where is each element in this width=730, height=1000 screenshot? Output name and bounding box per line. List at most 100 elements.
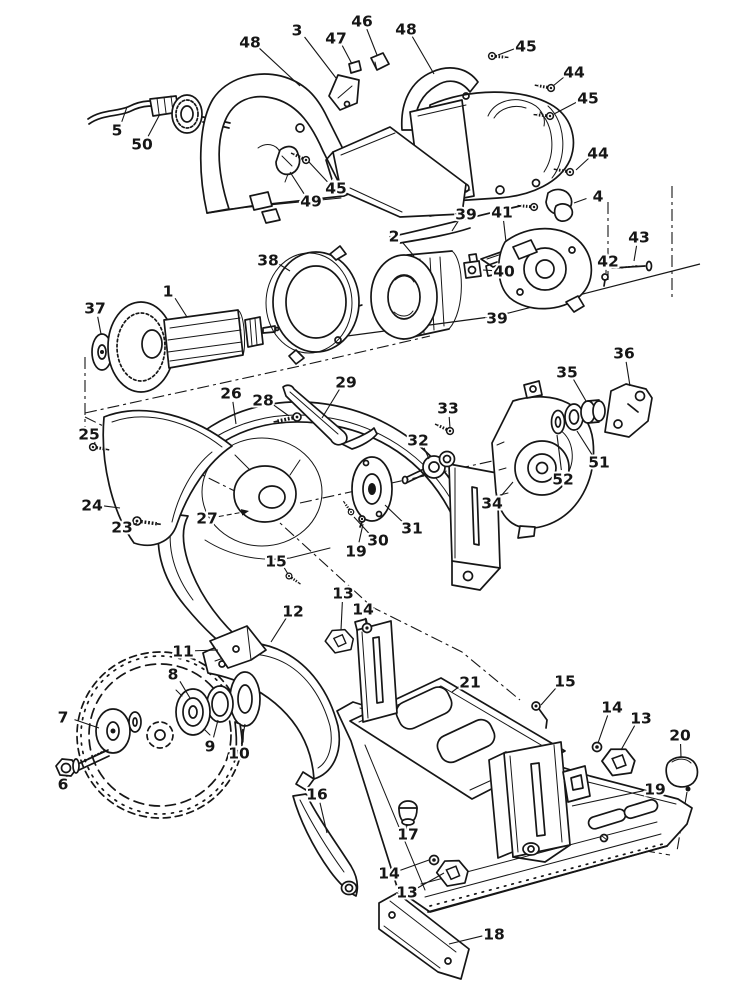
part-label-46: 46 (351, 13, 373, 31)
part-label-13: 13 (396, 884, 418, 902)
depth-adjust-rod (282, 384, 378, 450)
retainer-35 (580, 399, 606, 424)
part-label-14: 14 (378, 865, 400, 883)
knob-17 (398, 800, 418, 832)
callout-leader-5 (121, 106, 128, 122)
part-label-2: 2 (389, 228, 400, 246)
bearing-baffle-38 (265, 245, 360, 365)
part-label-6: 6 (58, 776, 69, 794)
part-label-26: 26 (220, 385, 242, 403)
callout-leader-9 (212, 719, 219, 738)
part-label-12: 12 (282, 603, 304, 621)
clamp-13a (322, 625, 357, 656)
callout-leader-4 (573, 198, 587, 204)
part-label-17: 17 (397, 826, 419, 844)
callout-leader-51 (576, 430, 593, 455)
callout-leader-47 (341, 45, 353, 65)
clamp-13b (599, 745, 638, 778)
part-label-41: 41 (491, 204, 513, 222)
part-label-32: 32 (407, 432, 429, 450)
upright-bracket-center (488, 741, 571, 863)
callout-leader-34 (500, 481, 514, 497)
gear-housing-34 (491, 380, 595, 539)
ruler-edge (427, 843, 668, 913)
armature (107, 301, 363, 393)
callout-leader-30 (353, 516, 370, 535)
part-label-45: 45 (515, 38, 537, 56)
part-label-19: 19 (644, 781, 666, 799)
callout-leader-19 (571, 790, 644, 807)
part-label-47: 47 (325, 30, 347, 48)
callout-leader-15 (540, 687, 557, 706)
screw-44a (532, 80, 557, 94)
lead-wires (389, 205, 521, 244)
part-label-34: 34 (481, 495, 503, 513)
part-label-39: 39 (455, 206, 477, 224)
rear-end-bell (485, 227, 593, 313)
callout-leader-21 (451, 685, 460, 693)
handle-right-half (400, 67, 479, 131)
callout-leader-45 (553, 101, 578, 115)
screw-30 (340, 498, 356, 517)
part-label-13: 13 (630, 710, 652, 728)
callout-leader-23 (133, 522, 138, 526)
cord-clamp (545, 188, 574, 222)
callout-leader-7 (74, 719, 100, 729)
callout-leader-45 (308, 161, 328, 183)
spindle-32 (401, 450, 456, 485)
callout-leader-24 (103, 505, 121, 509)
callout-leader-14 (364, 617, 367, 625)
washer-14c (428, 854, 440, 866)
callout-leader-15 (283, 567, 289, 575)
part-label-8: 8 (168, 666, 179, 684)
part-label-14: 14 (352, 601, 374, 619)
callout-leader-2 (402, 242, 415, 257)
bearing-51 (564, 403, 584, 431)
screw-15b (531, 701, 548, 729)
callout-leader-13 (620, 725, 636, 751)
part-label-52: 52 (552, 471, 574, 489)
callout-leader-28 (272, 404, 290, 417)
part-label-3: 3 (292, 22, 303, 40)
callout-leader-10 (240, 723, 246, 745)
part-label-23: 23 (111, 519, 133, 537)
part-label-19: 19 (345, 543, 367, 561)
part-label-29: 29 (335, 374, 357, 392)
nut-40 (463, 253, 482, 279)
callout-leader-29 (321, 389, 340, 419)
callout-leader-38 (278, 263, 291, 272)
callout-leader-49 (289, 171, 305, 195)
part-label-11: 11 (172, 643, 194, 661)
part-label-51: 51 (588, 454, 610, 472)
ring-9 (206, 685, 234, 723)
screw-45a (486, 50, 511, 63)
blade-flange-31 (351, 456, 393, 522)
part-label-45: 45 (577, 90, 599, 108)
front-bracket-18 (378, 892, 470, 980)
callout-leader-14 (597, 715, 609, 744)
callout-leader-11 (194, 649, 219, 652)
callout-leader-48 (411, 36, 435, 75)
callout-leader-1 (174, 297, 188, 318)
part-label-15: 15 (554, 673, 576, 691)
part-label-50: 50 (131, 136, 153, 154)
dust-deflector (102, 409, 233, 547)
callout-leader-12 (270, 618, 287, 643)
latch-plate (562, 765, 591, 803)
callout-leader-45 (497, 48, 515, 56)
upright-bracket-left (354, 618, 398, 723)
callout-leader-13 (417, 872, 445, 889)
screw-42 (601, 273, 609, 287)
part-label-15: 15 (265, 553, 287, 571)
callout-leader-35 (573, 379, 587, 402)
part-label-4: 4 (593, 188, 604, 206)
callout-leader-13 (340, 601, 343, 631)
part-label-28: 28 (252, 392, 274, 410)
part-label-44: 44 (563, 64, 585, 82)
blade-bolt-6 (55, 749, 110, 777)
part-label-40: 40 (493, 263, 515, 281)
bracket-36 (604, 383, 653, 438)
washer-14b (591, 741, 603, 753)
